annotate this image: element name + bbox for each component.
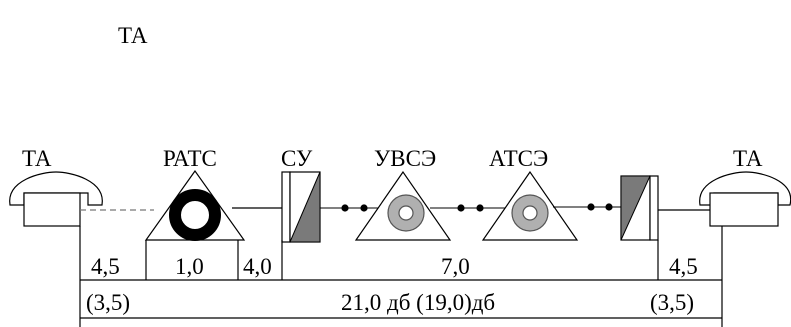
label-uvse: УВСЭ bbox=[374, 146, 436, 171]
total-left: (3,5) bbox=[86, 290, 130, 315]
segment-value-3: 4,0 bbox=[243, 254, 272, 279]
label-ta-right: ТА bbox=[733, 146, 763, 171]
su-right-icon bbox=[620, 175, 659, 241]
line-dot bbox=[341, 204, 349, 212]
telephone-right-icon bbox=[699, 171, 791, 227]
label-atse: АТСЭ bbox=[489, 146, 548, 171]
segment-scale bbox=[79, 226, 723, 327]
atse-node-icon bbox=[481, 170, 579, 241]
telephone-left-icon bbox=[9, 171, 103, 227]
rats-node-icon bbox=[144, 169, 246, 241]
title-label: ТА bbox=[118, 23, 148, 48]
line-dot bbox=[605, 203, 613, 211]
su-left-icon bbox=[281, 171, 321, 243]
segment-value-2: 1,0 bbox=[175, 254, 204, 279]
uvse-node-icon bbox=[354, 170, 452, 241]
line-dot bbox=[360, 204, 368, 212]
segment-value-5: 4,5 bbox=[669, 254, 698, 279]
total-right: (3,5) bbox=[650, 290, 694, 315]
line-dot bbox=[457, 204, 465, 212]
label-ta-left: ТА bbox=[22, 146, 52, 171]
line-dot bbox=[476, 204, 484, 212]
total-center: 21,0 дб (19,0)дб bbox=[341, 290, 495, 315]
segment-value-4: 7,0 bbox=[441, 254, 470, 279]
label-rats: РАТС bbox=[163, 146, 217, 171]
segment-value-1: 4,5 bbox=[91, 254, 120, 279]
line-dot bbox=[587, 203, 595, 211]
label-su: СУ bbox=[281, 146, 313, 171]
